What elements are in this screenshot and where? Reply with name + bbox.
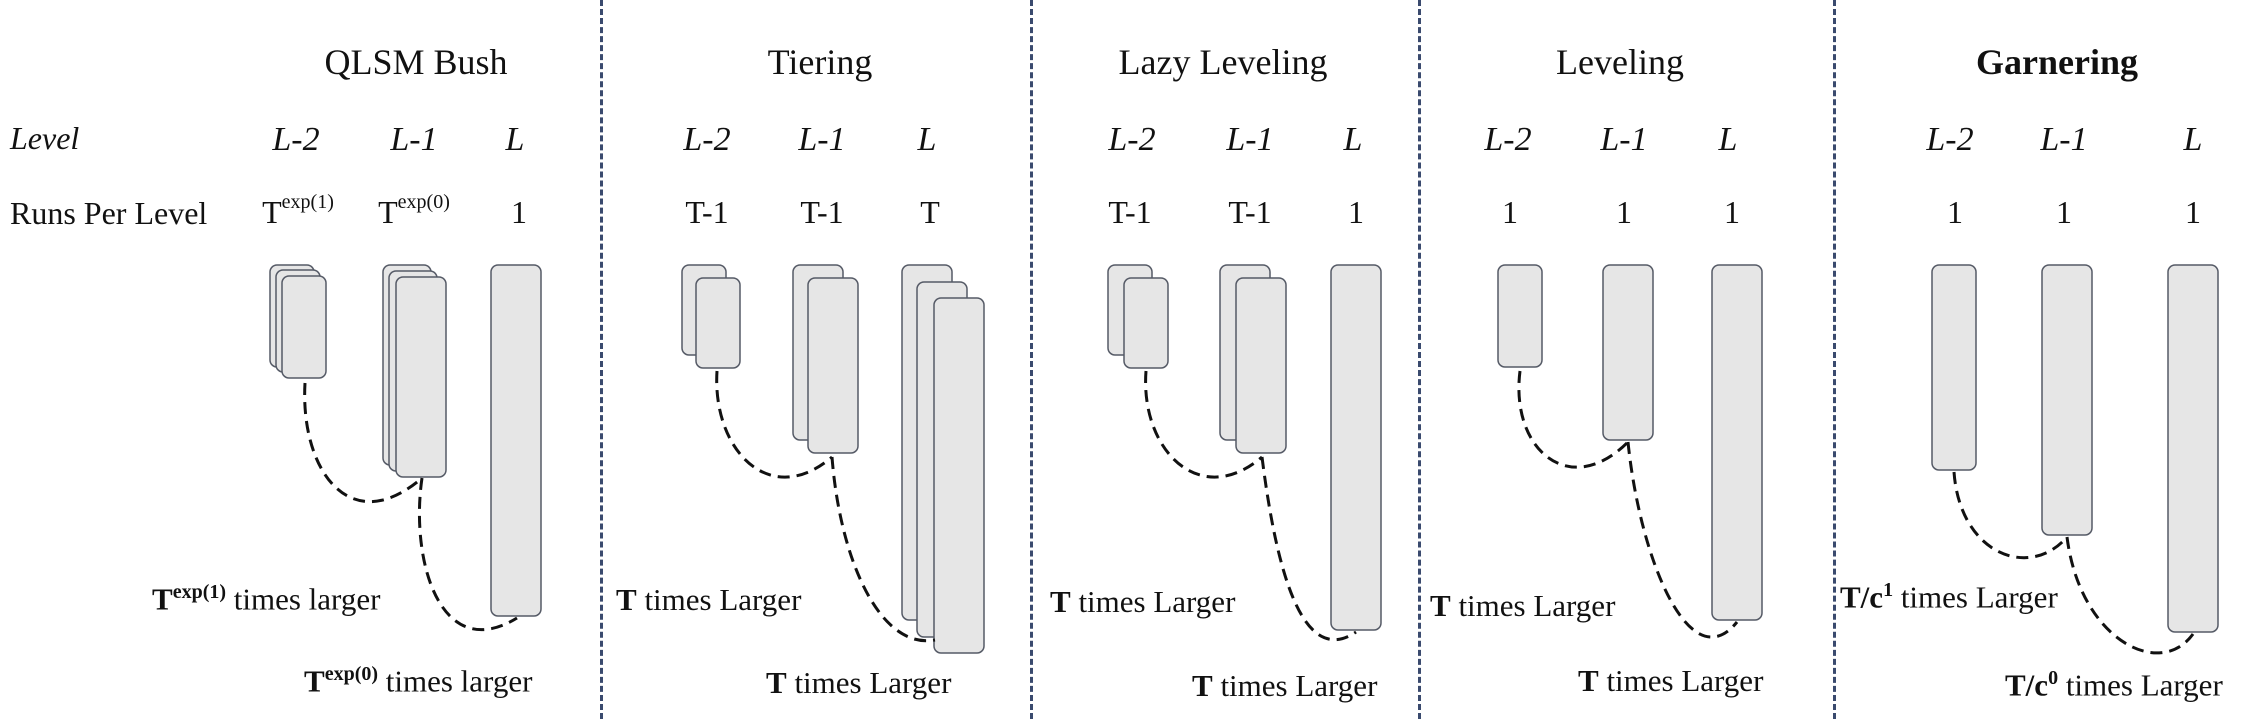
level-label: L-1	[2040, 121, 2088, 158]
runs-count: T-1	[1108, 194, 1152, 230]
panel-title-garnering: Garnering	[1976, 42, 2138, 82]
panel-title-leveling: Leveling	[1556, 42, 1684, 82]
run-box	[281, 275, 327, 379]
level-label: L-2	[1108, 121, 1156, 158]
size-ratio-annotation: T times Larger	[616, 582, 802, 617]
size-ratio-curve	[418, 477, 518, 632]
runs-count: 1	[1724, 194, 1740, 230]
run-box	[807, 277, 859, 454]
size-ratio-curve	[303, 382, 423, 503]
size-ratio-curve	[830, 456, 936, 643]
size-ratio-annotation: T times Larger	[766, 665, 952, 700]
size-ratio-curve	[715, 370, 833, 479]
level-label: L-2	[683, 121, 731, 158]
run-box	[395, 276, 447, 478]
panel-divider	[1418, 0, 1421, 719]
size-ratio-curve	[1517, 370, 1630, 469]
size-ratio-annotation: T times Larger	[1192, 668, 1378, 703]
runs-count: 1	[1348, 194, 1364, 230]
level-label: L-2	[1926, 121, 1974, 158]
size-ratio-annotation: T/c0 times Larger	[2005, 667, 2223, 703]
size-ratio-curve	[2065, 536, 2195, 655]
runs-count: T	[920, 194, 940, 230]
run-box	[2041, 264, 2093, 536]
runs-count: 1	[1502, 194, 1518, 230]
run-box	[1602, 264, 1654, 441]
run-box	[933, 297, 985, 654]
run-box	[1330, 264, 1382, 631]
size-ratio-annotation: T times Larger	[1050, 584, 1236, 619]
runs-count: 1	[2185, 194, 2201, 230]
runs-count: T-1	[800, 194, 844, 230]
level-label: L	[917, 121, 937, 158]
size-ratio-annotation: T/c1 times Larger	[1840, 579, 2058, 615]
level-label: L	[1718, 121, 1738, 158]
run-box	[1235, 277, 1287, 454]
size-ratio-annotation: T times Larger	[1578, 663, 1764, 698]
run-box	[1711, 264, 1763, 621]
level-label: L	[2183, 121, 2203, 158]
panel-divider	[600, 0, 603, 719]
runs-count: 1	[2056, 194, 2072, 230]
panel-divider	[1030, 0, 1033, 719]
level-label: L	[505, 121, 525, 158]
run-box	[2167, 264, 2219, 633]
row-label-level: Level	[10, 120, 80, 156]
level-label: L-1	[1226, 121, 1274, 158]
runs-count: T-1	[1228, 194, 1272, 230]
panel-title-tiering: Tiering	[767, 42, 873, 82]
size-ratio-curve	[1626, 441, 1739, 639]
runs-count: Texp(0)	[378, 191, 450, 230]
run-box	[1497, 264, 1543, 368]
run-box	[490, 264, 542, 617]
run-box	[695, 277, 741, 369]
size-ratio-annotation: Texp(1) times larger	[152, 581, 381, 617]
level-label: L	[1343, 121, 1363, 158]
panel-title-lazy-leveling: Lazy Leveling	[1118, 42, 1328, 82]
runs-count: T-1	[685, 194, 729, 230]
runs-count: 1	[511, 194, 527, 230]
size-ratio-curve	[1144, 370, 1263, 479]
size-ratio-annotation: T times Larger	[1430, 588, 1616, 623]
panel-title-qlsm-bush: QLSM Bush	[324, 42, 508, 82]
run-box	[1123, 277, 1169, 369]
row-label-runs-per-level: Runs Per Level	[10, 195, 208, 231]
level-label: L-2	[272, 121, 320, 158]
size-ratio-annotation: Texp(0) times larger	[304, 663, 533, 699]
level-label: L-1	[798, 121, 846, 158]
runs-count: 1	[1947, 194, 1963, 230]
runs-count: Texp(1)	[262, 191, 334, 230]
level-label: L-2	[1484, 121, 1532, 158]
run-box	[1931, 264, 1977, 471]
panel-divider	[1833, 0, 1836, 719]
size-ratio-curve	[1260, 456, 1357, 642]
runs-count: 1	[1616, 194, 1632, 230]
level-label: L-1	[390, 121, 438, 158]
size-ratio-curve	[1952, 471, 2069, 560]
level-label: L-1	[1600, 121, 1648, 158]
